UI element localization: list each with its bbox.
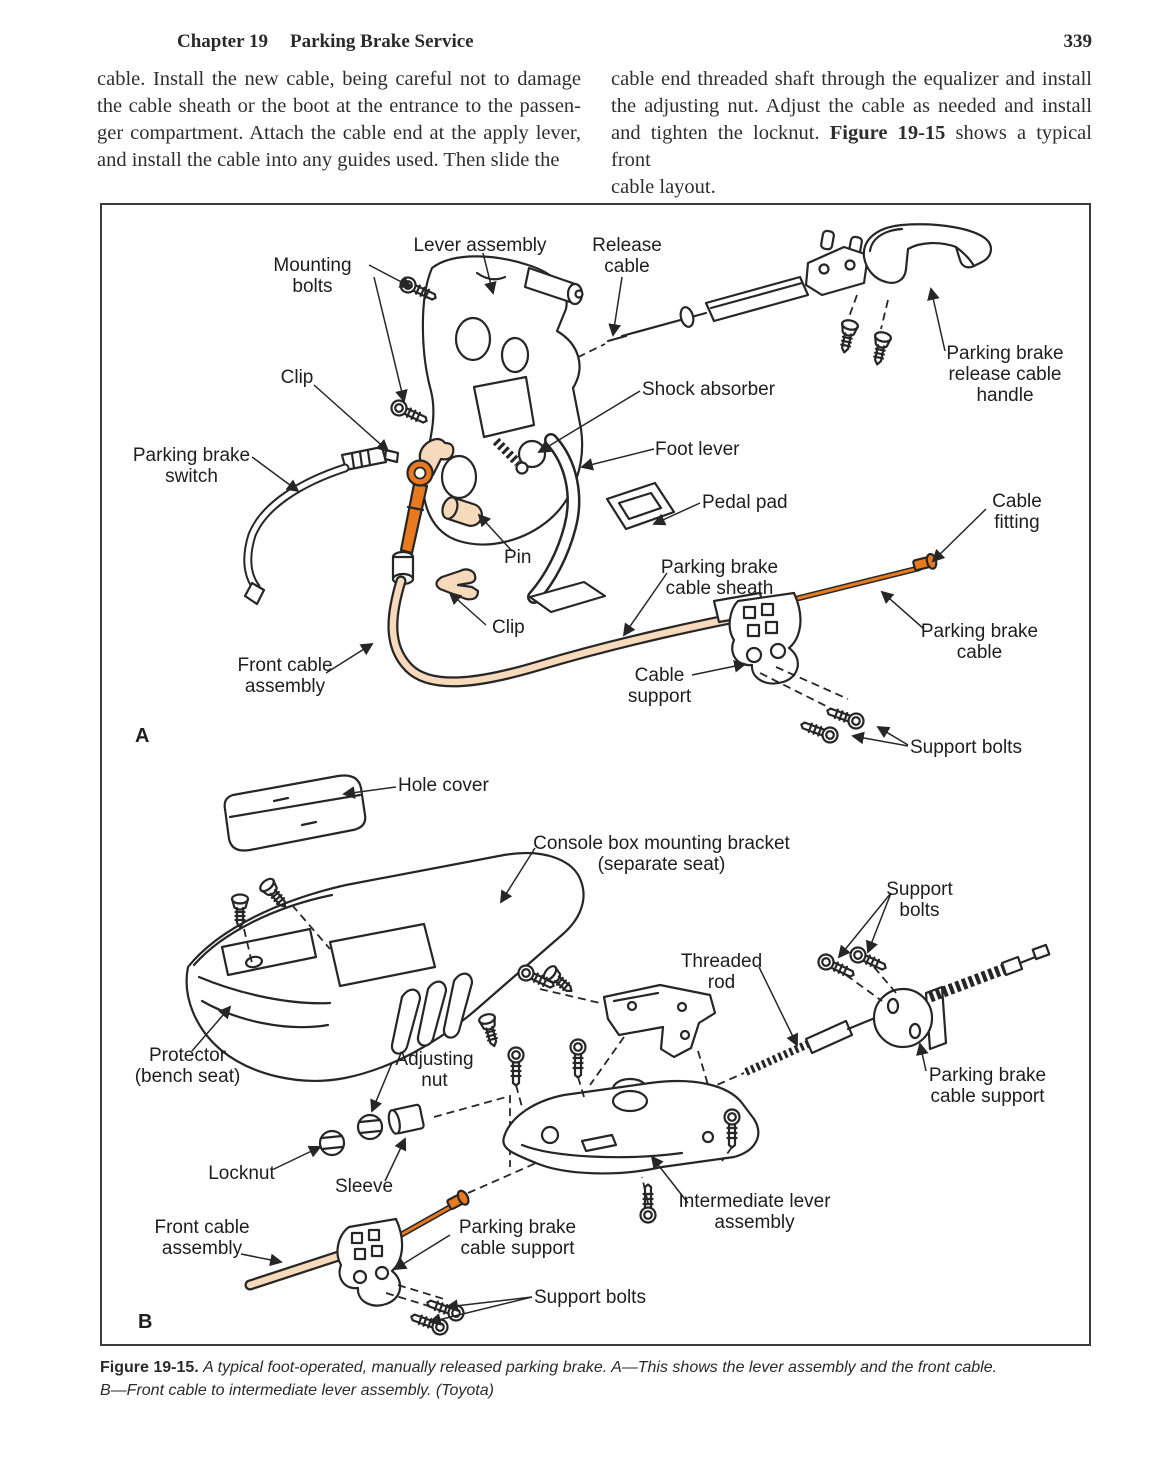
figure-artwork — [185, 223, 1051, 1338]
label-cable-sheath: Parking brake cable sheath — [660, 557, 779, 599]
body-line: cable layout. — [611, 176, 716, 198]
foot-lever-drawing — [492, 433, 607, 614]
label-cable-support-right: Parking brake cable support — [928, 1065, 1047, 1107]
right-column: cable end threaded shaft through the equ… — [611, 66, 1092, 201]
body-line: ger compartment. Attach the cable end at… — [97, 122, 581, 144]
upper-bracket-drawing — [514, 961, 717, 1086]
label-sleeve: Sleeve — [334, 1176, 394, 1197]
label-cable-support: Cable support — [627, 665, 692, 707]
clip-mid-drawing — [435, 568, 480, 601]
label-support-bolts-b2: Support bolts — [534, 1287, 646, 1308]
label-pin: Pin — [504, 547, 532, 568]
page-number: 339 — [1063, 31, 1093, 52]
lever-assembly-drawing — [421, 255, 584, 546]
label-clip-mid: Clip — [492, 617, 525, 638]
label-shock-absorber: Shock absorber — [642, 379, 776, 400]
label-intermediate-lever: Intermediate lever assembly — [678, 1191, 831, 1233]
figure-reference: Figure 19-15 — [829, 122, 946, 144]
panel-b-marker: B — [138, 1311, 153, 1333]
label-front-cable-assembly-b: Front cable assembly — [154, 1217, 250, 1259]
label-support-bolts-b1: Support bolts — [886, 879, 953, 921]
label-mounting-bolts: Mounting bolts — [273, 255, 352, 297]
hole-cover-drawing — [223, 774, 367, 852]
label-lever-assembly: Lever assembly — [413, 235, 547, 256]
label-console-bracket: Console box mounting bracket (separate s… — [533, 833, 790, 875]
cable-support-a-drawing — [728, 591, 849, 709]
release-cable-drawing — [565, 275, 810, 364]
caption-figure-label: Figure 19-15. — [100, 1359, 199, 1376]
figure-19-15: Lever assembly Mounting bolts Release ca… — [100, 203, 1091, 1346]
release-handle-drawing — [862, 223, 992, 284]
label-locknut: Locknut — [208, 1163, 275, 1184]
cable-clevis-drawing — [399, 459, 434, 555]
label-front-cable-assembly-a: Front cable assembly — [237, 655, 333, 697]
parking-brake-switch-drawing — [243, 445, 400, 606]
label-release-cable: Release cable — [592, 235, 662, 277]
body-line: cable end threaded shaft through the equ… — [611, 68, 1092, 90]
body-text: shows a typical front — [611, 122, 1092, 171]
label-threaded-rod: Threaded rod — [680, 951, 763, 993]
label-hole-cover: Hole cover — [398, 775, 489, 796]
label-parking-brake-switch: Parking brake switch — [132, 445, 251, 487]
label-cable-support-left: Parking brake cable support — [458, 1217, 577, 1259]
leader-lines — [191, 252, 987, 1326]
body-line: and tighten the locknut. Figure 19-15 sh… — [611, 120, 1092, 174]
console-bracket-drawing — [185, 851, 585, 1082]
body-line: the adjusting nut. Adjust the cable as n… — [611, 95, 1092, 117]
label-adjusting-nut: Adjusting nut — [395, 1049, 474, 1091]
caption-line-1: A typical foot-operated, manually releas… — [203, 1359, 998, 1376]
label-pedal-pad: Pedal pad — [702, 492, 788, 513]
body-text: and tighten the locknut. — [611, 122, 830, 144]
intermediate-lever-drawing — [502, 1038, 760, 1224]
support-bolts-a-drawing — [797, 702, 867, 746]
chapter-title: Parking Brake Service — [289, 31, 474, 52]
release-cable-bracket-drawing — [804, 229, 893, 368]
body-line: cable. Install the new cable, being care… — [97, 68, 581, 90]
chapter-number: Chapter 19 — [177, 31, 268, 52]
caption-line-2: B—Front cable to intermediate lever asse… — [100, 1382, 494, 1399]
running-head: Chapter 19 Parking Brake Service 339 — [97, 31, 1092, 53]
chapter-heading: Chapter 19 Parking Brake Service — [177, 31, 474, 53]
cable-support-right-drawing — [814, 943, 1051, 1051]
label-foot-lever: Foot lever — [655, 439, 740, 460]
figure-caption: Figure 19-15. A typical foot-operated, m… — [100, 1356, 1100, 1402]
pedal-pad-drawing — [605, 481, 676, 531]
body-line: and install the cable into any guides us… — [97, 149, 560, 171]
label-release-handle: Parking brake release cable handle — [946, 343, 1064, 406]
cable-support-b-drawing — [336, 1217, 467, 1338]
label-support-bolts-a: Support bolts — [910, 737, 1022, 758]
left-column: cable. Install the new cable, being care… — [97, 66, 581, 174]
body-line: the cable sheath or the boot at the entr… — [97, 95, 581, 117]
label-clip-top: Clip — [280, 367, 314, 388]
label-cable-fitting: Cable fitting — [992, 491, 1042, 533]
panel-a-marker: A — [135, 725, 150, 747]
label-parking-brake-cable: Parking brake cable — [920, 621, 1039, 663]
label-protector: Protector (bench seat) — [134, 1045, 241, 1087]
